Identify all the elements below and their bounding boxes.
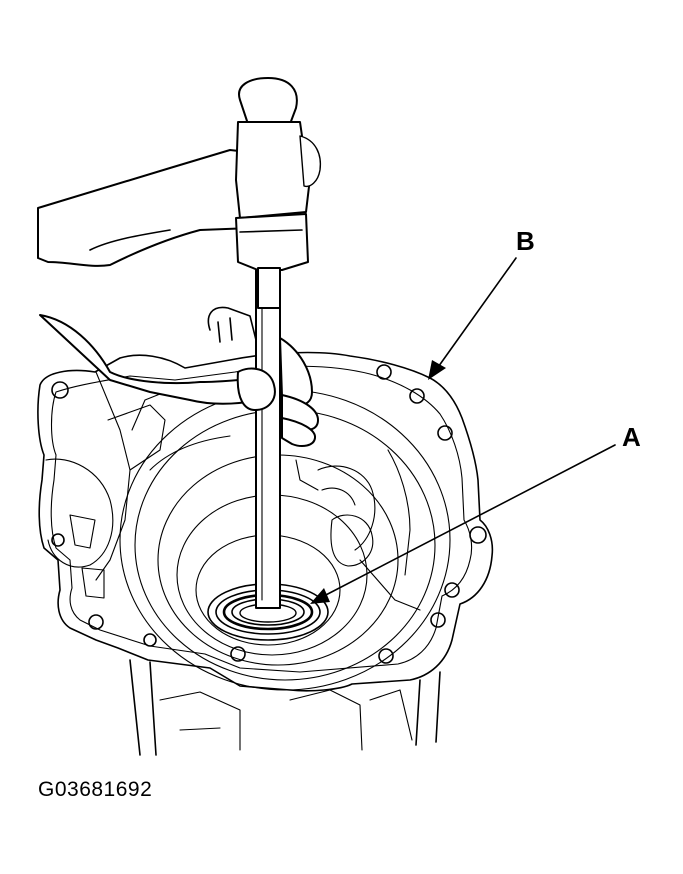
seal-driver bbox=[255, 269, 281, 609]
leader-b bbox=[428, 257, 517, 380]
leader-a bbox=[310, 444, 616, 604]
lower-hand bbox=[39, 306, 319, 447]
hammer bbox=[235, 77, 322, 309]
figure-id: G03681692 bbox=[38, 778, 153, 801]
callout-a-label: A bbox=[622, 422, 641, 452]
callout-b-label: B bbox=[516, 226, 535, 256]
upper-hand bbox=[37, 149, 253, 267]
